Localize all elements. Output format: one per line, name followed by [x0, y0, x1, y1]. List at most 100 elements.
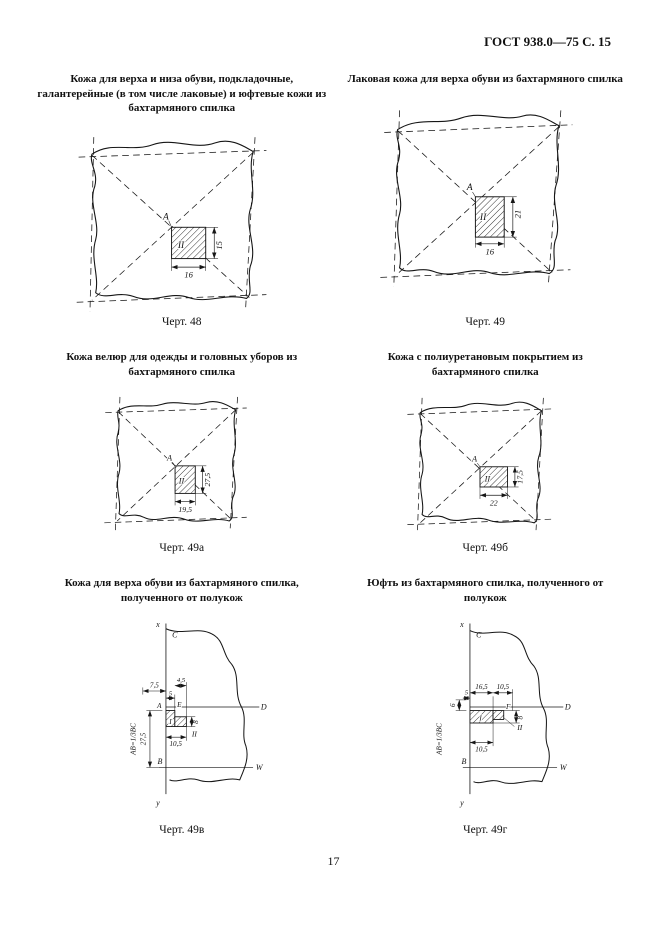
- reference-lines: D W: [159, 703, 267, 772]
- point-b-label: B: [158, 757, 163, 766]
- point-a-label: A: [471, 454, 478, 463]
- axis: х у C B: [459, 620, 482, 808]
- figure-48-drawing: A II 16 15: [76, 136, 267, 312]
- figure-49b: Кожа с полиуретановым покрытием из бахта…: [338, 350, 634, 556]
- note-ab: AB=1/3BC: [435, 723, 443, 756]
- dim-10-5: 10,5: [170, 740, 183, 748]
- sample-rect: [170, 226, 206, 259]
- point-a-label: A: [162, 212, 169, 222]
- figure-49a-drawing: A II 19,5 27,5: [104, 396, 247, 531]
- hide-outline: [90, 140, 254, 300]
- dim-7-5: 7,5: [150, 681, 159, 689]
- point-c-label: C: [476, 631, 482, 640]
- dim-6: 6: [449, 703, 457, 707]
- figures-grid: Кожа для верха и низа обуви, подкладочны…: [34, 72, 633, 838]
- sample-area: A II: [465, 181, 505, 238]
- dim-8: 8: [516, 715, 524, 719]
- dimensions: 16 21: [475, 196, 523, 256]
- sample-1-label: I: [478, 714, 482, 722]
- point-w-label: W: [560, 763, 568, 772]
- figure-49a-caption: Черт. 49а: [159, 542, 205, 554]
- hide-outline: [419, 401, 542, 524]
- figure-49a-title: Кожа велюр для одежды и головных уборов …: [66, 351, 298, 378]
- sample-number-label: II: [177, 241, 185, 251]
- dimensions: 7,5 5 4,5 27,5 8 1: [130, 677, 200, 768]
- point-a-label: A: [466, 182, 473, 193]
- hide-outline: [116, 401, 237, 522]
- half-hide-outline: [165, 628, 248, 783]
- point-w-label: W: [256, 763, 264, 772]
- width-dimension: 16: [486, 246, 495, 256]
- sample-1-label: I: [168, 718, 172, 726]
- figure-49g: Юфть из бахтармяного спилка, полученного…: [338, 576, 634, 838]
- dimensions: 22 17,5: [479, 466, 524, 507]
- figure-49g-caption: Черт. 49г: [463, 824, 508, 836]
- figure-49-drawing: A II 16 21: [380, 109, 573, 287]
- height-dimension: 17,5: [515, 470, 524, 484]
- point-f-label: F: [505, 703, 511, 711]
- point-a-label: A: [156, 702, 162, 710]
- sample-rect: [475, 195, 505, 238]
- page-number: 17: [327, 854, 340, 868]
- point-d-label: D: [260, 703, 267, 712]
- sample-area: F I II: [469, 702, 523, 733]
- hide-outline: [396, 113, 560, 275]
- dim-4-5: 4,5: [177, 677, 186, 684]
- figure-49v-drawing: х у C B D W A E I II: [130, 620, 267, 808]
- dim-16-5: 16,5: [475, 683, 488, 691]
- sample-area: A E I II: [155, 700, 198, 739]
- figure-49g-drawing: х у C B D W F I II: [435, 620, 571, 808]
- half-hide-outline: [469, 630, 550, 784]
- dimensions: 16 15: [171, 226, 224, 279]
- figure-48: Кожа для верха и низа обуви, подкладочны…: [34, 72, 330, 330]
- sample-rect: [479, 466, 508, 488]
- point-a-label: A: [166, 453, 173, 462]
- width-dimension: 16: [184, 269, 193, 279]
- figure-48-title: Кожа для верха и низа обуви, подкладочны…: [37, 73, 327, 115]
- page-header: ГОСТ 938.0—75 С. 15: [484, 34, 611, 49]
- figure-49b-caption: Черт. 49б: [462, 542, 508, 554]
- dimensions: 19,5 27,5: [175, 465, 212, 514]
- point-d-label: D: [564, 703, 571, 712]
- figure-49-title: Лаковая кожа для верха обуви из бахтармя…: [347, 73, 623, 85]
- figure-49g-title: Юфть из бахтармяного спилка, полученного…: [367, 577, 604, 604]
- figure-49-caption: Черт. 49: [465, 316, 506, 328]
- point-c-label: C: [172, 631, 178, 640]
- height-dimension: 15: [214, 241, 224, 250]
- hide-frame-dashed: [407, 397, 553, 531]
- figure-49b-drawing: A II 22 17,5: [407, 397, 553, 531]
- dim-27-5: 27,5: [140, 732, 148, 745]
- dimensions: 5 16,5 10,5 6 8 10: [435, 683, 524, 756]
- axis-y-label: у: [155, 799, 160, 808]
- dim-5: 5: [169, 690, 173, 697]
- dim-5: 5: [464, 690, 468, 697]
- width-dimension: 22: [490, 498, 498, 507]
- axis-x-label: х: [155, 620, 160, 629]
- figure-49: Лаковая кожа для верха обуви из бахтармя…: [338, 72, 634, 330]
- hide-frame-dashed: [104, 396, 247, 531]
- figure-49a: Кожа велюр для одежды и головных уборов …: [34, 350, 330, 556]
- height-dimension: 21: [513, 209, 523, 218]
- height-dimension: 27,5: [203, 473, 212, 487]
- axis-y-label: у: [459, 799, 464, 808]
- dim-8: 8: [192, 720, 200, 724]
- figure-49b-title: Кожа с полиуретановым покрытием из бахта…: [387, 351, 583, 378]
- sample-area: A II: [470, 453, 508, 488]
- sample-rect-2: [174, 716, 188, 728]
- point-e-label: E: [176, 701, 182, 709]
- width-dimension: 19,5: [179, 505, 193, 514]
- sample-number-label: II: [483, 475, 491, 484]
- sample-number-label: II: [178, 476, 186, 485]
- figure-49v-caption: Черт. 49в: [159, 824, 205, 836]
- reference-lines: D W: [462, 703, 571, 772]
- sample-area: A II: [161, 211, 206, 259]
- sample-rect-2: [492, 710, 504, 720]
- note-ab: AB=1/3BC: [130, 723, 138, 756]
- sample-rect: [174, 465, 196, 494]
- axis: х у C B: [155, 620, 178, 808]
- figure-49v: Кожа для верха обуви из бахтармяного спи…: [34, 576, 330, 838]
- figure-49v-title: Кожа для верха обуви из бахтармяного спи…: [64, 577, 299, 604]
- sample-number-label: II: [479, 211, 487, 222]
- sample-area: A II: [165, 452, 196, 494]
